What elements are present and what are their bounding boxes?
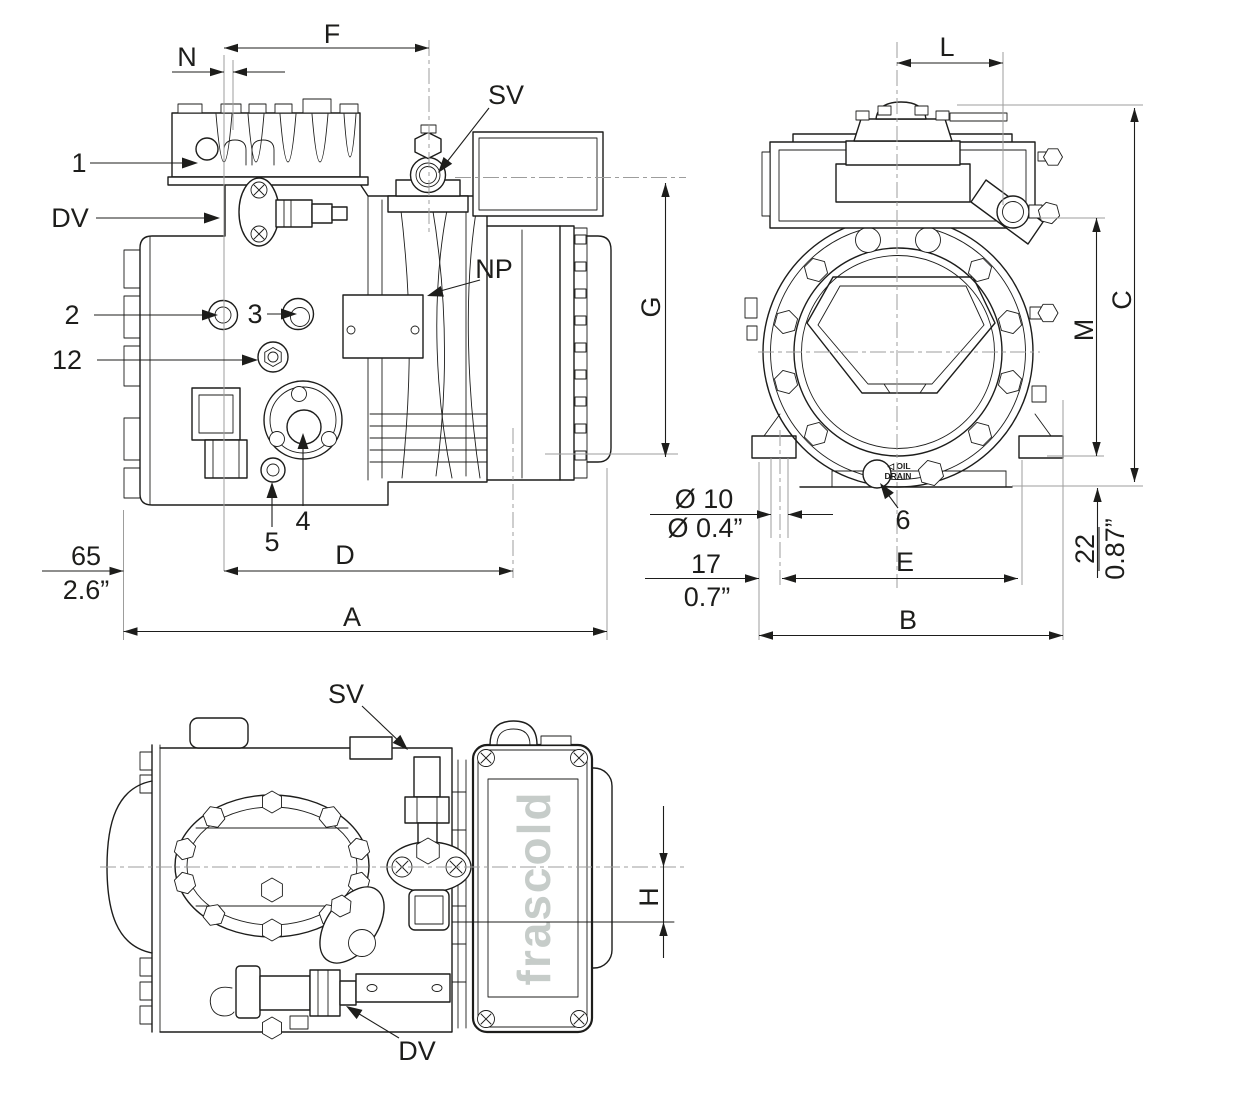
callout-5: 5 [264, 482, 280, 557]
dim-L: L [897, 32, 1003, 68]
side-reference-lines [123, 40, 686, 640]
terminal-box-top: frascold [471, 720, 613, 1034]
dim-65: 65 2.6” [42, 541, 124, 605]
dim-label-E: E [896, 547, 914, 577]
dim-label-22-mm: 22 [1070, 534, 1100, 564]
dim-N: N [172, 42, 285, 77]
dim-label-B: B [899, 605, 917, 635]
dim-label-D: D [335, 540, 355, 570]
suction-valve-side [387, 124, 469, 213]
front-sv-valve [970, 148, 1063, 245]
dim-label-17-mm: 17 [691, 549, 721, 579]
callout-2: 2 [64, 300, 218, 330]
dim-label-H: H [634, 887, 664, 907]
dim-label-hole-in: Ø 0.4” [667, 513, 742, 543]
side-view: F N 65 2.6” D A G 1 DV [42, 19, 686, 640]
dim-label-G: G [636, 296, 666, 317]
oil-drain-label-line1: ◁ OIL [886, 461, 910, 471]
callout-SV-side: SV [438, 80, 524, 173]
callout-label-1: 1 [71, 148, 86, 178]
oil-drain-label-line2: DRAIN [885, 471, 912, 481]
dim-label-22-in: 0.87” [1100, 518, 1130, 580]
cylinder-head-side [167, 98, 369, 186]
front-reference-lines [758, 42, 1143, 640]
oil-pump-cover [173, 790, 385, 964]
top-reference-lines [100, 866, 688, 923]
callout-label-4: 4 [295, 506, 310, 536]
discharge-valve-side [238, 177, 348, 247]
dim-H: H [634, 806, 668, 958]
callout-12: 12 [52, 345, 258, 375]
oil-drain-plug [862, 459, 892, 489]
callout-label-DV-top: DV [398, 1036, 436, 1066]
dim-B: B [759, 605, 1063, 640]
callout-label-SV-top: SV [328, 679, 364, 709]
callout-label-6: 6 [895, 505, 910, 535]
dim-E: E [782, 547, 1018, 583]
dim-label-F: F [324, 19, 341, 49]
dim-C: C [1107, 108, 1139, 482]
dim-17: 17 0.7” [645, 549, 759, 612]
dim-label-65-mm: 65 [71, 541, 101, 571]
callout-label-2: 2 [64, 300, 79, 330]
callout-6: 6 [880, 483, 911, 535]
callout-4: 4 [295, 433, 311, 536]
callout-label-3: 3 [247, 299, 262, 329]
top-dv-valve [209, 965, 357, 1040]
dim-A: A [123, 602, 607, 636]
callout-label-SV: SV [488, 80, 524, 110]
dim-22: 22 0.87” [1070, 488, 1130, 580]
dim-label-17-in: 0.7” [684, 582, 731, 612]
dim-D: D [224, 540, 513, 576]
dim-label-L: L [939, 32, 954, 62]
top-view: frascold H SV DV [100, 679, 688, 1066]
name-plate [342, 294, 424, 359]
dim-F: F [224, 19, 429, 53]
callout-1: 1 [71, 148, 198, 178]
callout-label-DV: DV [51, 203, 89, 233]
callout-label-12: 12 [52, 345, 82, 375]
dim-label-65-in: 2.6” [63, 575, 110, 605]
callout-DV-side: DV [51, 203, 220, 233]
callout-DV-top: DV [346, 1006, 436, 1066]
dim-label-C: C [1107, 290, 1137, 310]
dim-label-N: N [177, 42, 197, 72]
front-top-valve [835, 101, 1008, 203]
terminal-box-side [472, 131, 604, 217]
callout-NP: NP [427, 254, 513, 297]
top-body [106, 717, 467, 1033]
dim-label-A: A [343, 602, 361, 632]
dim-G: G [636, 183, 670, 457]
dim-M: M [1069, 218, 1101, 456]
front-view: ◁ OIL DRAIN [645, 32, 1143, 640]
callout-label-5: 5 [264, 527, 279, 557]
callout-SV-top: SV [328, 679, 408, 750]
dim-label-M: M [1069, 319, 1099, 342]
callout-label-NP: NP [475, 254, 513, 284]
dim-label-hole-mm: Ø 10 [675, 484, 734, 514]
service-ports-side [191, 297, 343, 483]
top-sv-valve [355, 756, 472, 1003]
dim-hole-10: Ø 10 Ø 0.4” [650, 484, 833, 543]
callout-3: 3 [247, 299, 297, 329]
frascold-logo: frascold [508, 791, 560, 986]
